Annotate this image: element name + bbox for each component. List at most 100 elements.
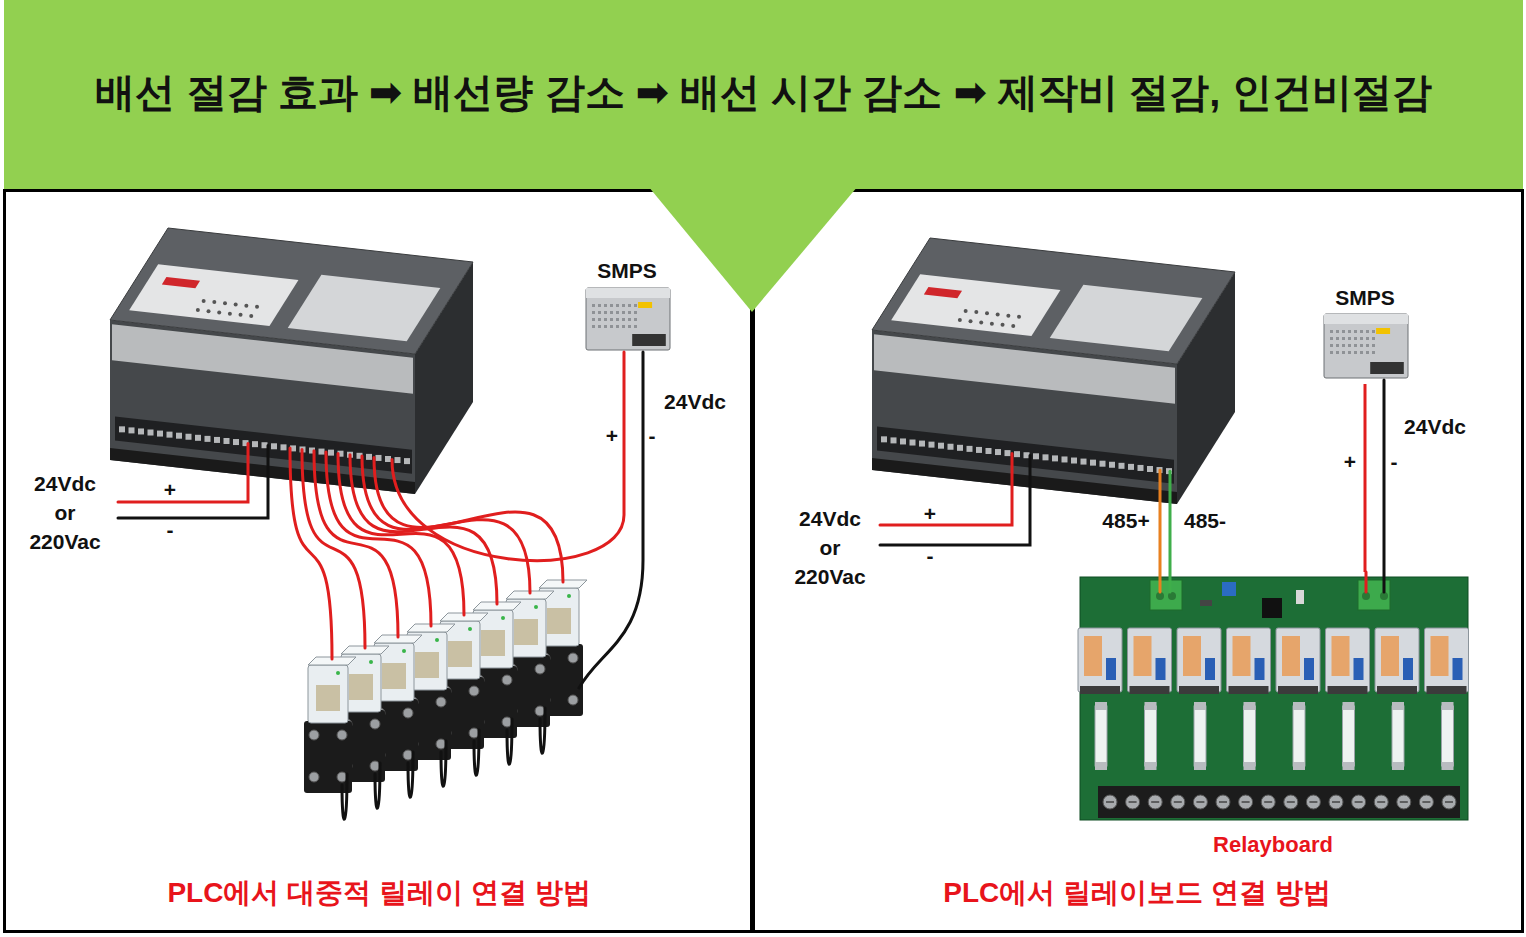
output-wire: [326, 452, 431, 626]
smps-vent: [1348, 344, 1351, 347]
relay-coil: [349, 674, 373, 700]
board-relay-base: [1328, 686, 1368, 694]
jumper-wire: [342, 774, 347, 819]
terminal-screw: [1081, 459, 1087, 465]
dc-plus-stub: [1365, 572, 1368, 592]
wire-label: -: [649, 424, 656, 448]
plc-led: [1006, 314, 1010, 318]
wire-label: +: [606, 424, 618, 448]
terminal-screw: [328, 450, 334, 456]
plc-front-band: [112, 324, 413, 394]
component: [1296, 590, 1304, 604]
board-relay-base: [1179, 686, 1219, 694]
plc-led: [207, 309, 211, 313]
terminal-screw: [957, 445, 963, 451]
output-screw: [1442, 795, 1456, 809]
smps-vent: [1366, 344, 1369, 347]
smps-vent: [1372, 337, 1375, 340]
plc-led: [964, 309, 968, 313]
smps-terminal: [632, 334, 666, 346]
fuse-glass: [1293, 706, 1305, 766]
terminal-screw: [129, 427, 135, 433]
plc-led: [996, 312, 1000, 316]
fuse-cap: [1145, 762, 1157, 770]
terminal-screw: [404, 458, 410, 464]
smps-vent: [616, 318, 619, 321]
supply-plus-wire: [880, 454, 1012, 525]
plc-led: [196, 308, 200, 312]
board-relay-contact: [1354, 658, 1364, 680]
smps-drawing: [586, 288, 670, 350]
smps-vent: [1348, 330, 1351, 333]
panel-caption: PLC에서 릴레이보드 연결 방법: [753, 876, 1521, 910]
fuse-cap: [1343, 762, 1355, 770]
smps-vent: [1372, 351, 1375, 354]
terminal-screw: [167, 432, 173, 438]
board-relay-coil: [1332, 636, 1350, 676]
smps-case: [1324, 314, 1408, 378]
fuse-glass: [1194, 706, 1206, 766]
smps-vent: [622, 318, 625, 321]
terminal-screw: [891, 437, 897, 443]
screw-slot: [1196, 801, 1204, 803]
wire-label: -: [167, 518, 174, 542]
smps-sticker: [1376, 328, 1390, 334]
output-terminal-strip: [1098, 786, 1460, 818]
socket-screw: [568, 695, 578, 705]
fuse-cap: [1095, 762, 1107, 770]
smps-vent: [610, 304, 613, 307]
dc-minus-wire: [1383, 380, 1386, 592]
socket-screw: [535, 664, 545, 674]
pcb: [1080, 577, 1468, 820]
terminal-screw: [233, 439, 239, 445]
smps-vent: [610, 318, 613, 321]
smps-vent: [634, 318, 637, 321]
terminal-screw: [157, 431, 163, 437]
smps-vent: [1336, 344, 1339, 347]
board-relay: [1078, 628, 1122, 692]
smps-vent: [1372, 330, 1375, 333]
terminal-screw: [281, 444, 287, 450]
screw-slot: [1287, 801, 1295, 803]
terminal-screw: [910, 440, 916, 446]
plc-led: [223, 301, 227, 305]
screw-slot: [1151, 801, 1159, 803]
smps-vent: [634, 304, 637, 307]
terminal-screw: [1090, 460, 1096, 466]
dc-plus-wire: [392, 352, 624, 561]
board-relay: [1227, 628, 1271, 692]
screw-slot: [1106, 801, 1114, 803]
output-screw: [1239, 795, 1253, 809]
relay: [304, 657, 356, 793]
smps-vent: [604, 311, 607, 314]
fuse-glass: [1392, 706, 1404, 766]
wire-label: -: [1391, 450, 1398, 474]
plc-led: [1011, 324, 1015, 328]
fuse-cap: [1392, 762, 1404, 770]
terminal-screw: [224, 438, 230, 444]
fuse-cap: [1194, 702, 1206, 710]
smps-vent: [1330, 351, 1333, 354]
relay-led: [567, 594, 571, 598]
terminal-screw: [252, 441, 258, 447]
smps-vent: [628, 318, 631, 321]
component: [1200, 600, 1212, 606]
plc-led: [958, 318, 962, 322]
smps-vent: [1372, 344, 1375, 347]
power-wire: [1364, 384, 1367, 572]
plc-tag: [924, 287, 962, 298]
smps-vent: [622, 311, 625, 314]
plc-led: [202, 299, 206, 303]
smps-vent: [1354, 337, 1357, 340]
smps-terminal: [1370, 362, 1404, 374]
screw-slot: [1332, 801, 1340, 803]
plc-led: [1017, 315, 1021, 319]
board-relay-coil: [1084, 636, 1102, 676]
wire-label: 24Vdc or 220Vac: [25, 469, 105, 556]
board-relay: [1177, 628, 1221, 692]
board-relay-coil: [1233, 636, 1251, 676]
screw-slot: [1264, 801, 1272, 803]
fuse-cap: [1442, 702, 1454, 710]
terminal-screw: [1014, 451, 1020, 457]
